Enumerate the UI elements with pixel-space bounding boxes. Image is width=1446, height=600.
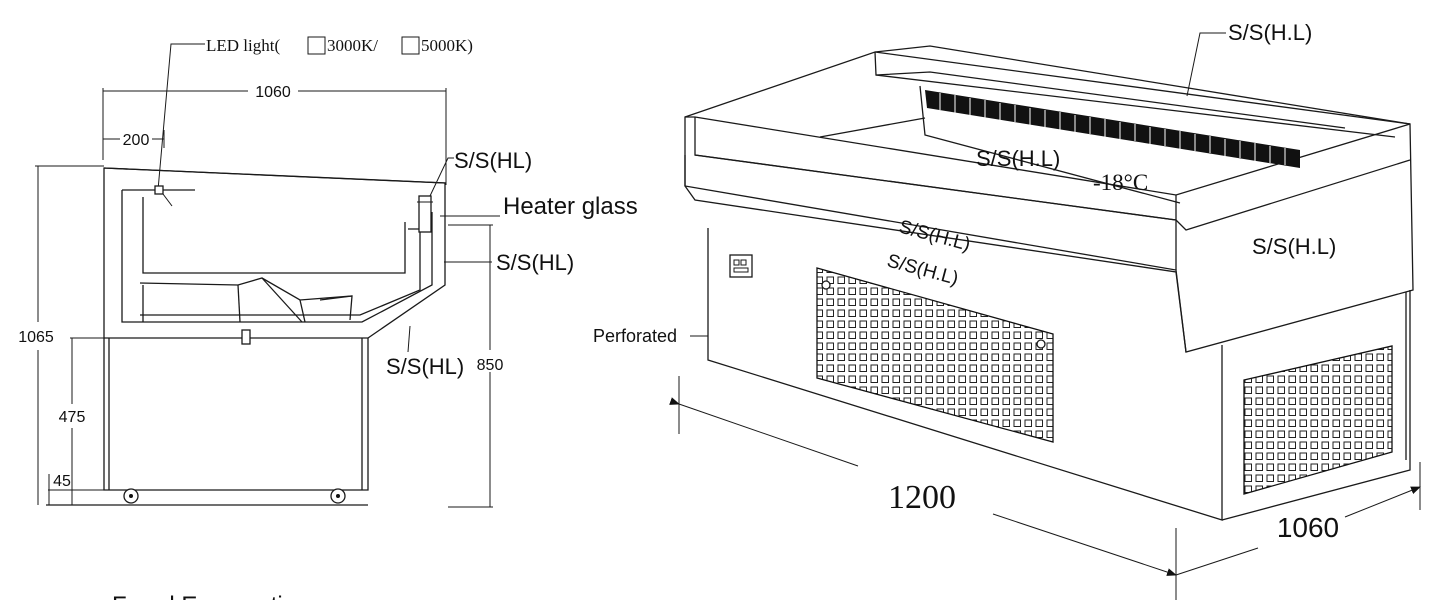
air-vent-grille xyxy=(925,90,1300,168)
side-callouts: S/S(HL) Heater glass S/S(HL) S/S(HL) 850 xyxy=(386,148,638,508)
side-perforated-panel xyxy=(1243,345,1393,495)
led-light-label: LED light( xyxy=(206,36,280,55)
heater-glass-label: Heater glass xyxy=(503,193,638,220)
perforated-label: Perforated xyxy=(593,326,677,346)
height-total-label: 1065 xyxy=(18,329,54,346)
drain-valve xyxy=(241,329,251,345)
iso-canopy xyxy=(684,45,1414,353)
iso-base xyxy=(707,228,1411,521)
side-cabinet xyxy=(103,167,447,345)
led-checkbox-3000k xyxy=(307,36,326,55)
led-fixture xyxy=(154,185,164,195)
side-base xyxy=(46,338,369,506)
top-dimension: 200 xyxy=(103,130,165,149)
control-panel xyxy=(729,254,753,278)
iso-dimensions: 1200 1060 xyxy=(669,376,1421,600)
temperature-label: -18°C xyxy=(1093,170,1148,195)
footer-caption: Frond Evaporation xyxy=(112,592,309,600)
iso-view: S/S(H.L) S/S(H.L) -18°C S/S(H.L) S/S(H.L… xyxy=(593,20,1421,600)
led-option-3000k: 3000K/ xyxy=(327,36,378,55)
depth-dim-label: 1060 xyxy=(255,84,291,101)
ss-inner-label: S/S(H.L) xyxy=(976,146,1060,171)
led-checkbox-5000k xyxy=(401,36,420,55)
height-front-label: 850 xyxy=(477,357,504,374)
depth-dim-iso-label: 1060 xyxy=(1277,512,1339,543)
front-perforated-panel xyxy=(816,267,1054,443)
side-view: 1060 200 LED light( 3000K/ 5000K) xyxy=(18,36,638,508)
ss-hl-top-label: S/S(HL) xyxy=(454,148,532,173)
led-light-callout: LED light( 3000K/ 5000K) xyxy=(157,36,473,191)
ss-top-label: S/S(H.L) xyxy=(1228,20,1312,45)
ss-front-label-2: S/S(H.L) xyxy=(885,251,961,290)
top-dim-label: 200 xyxy=(123,132,150,149)
ss-hl-bottom-label: S/S(HL) xyxy=(386,354,464,379)
depth-dimension: 1060 xyxy=(102,84,447,185)
heater-glass-post xyxy=(418,195,432,233)
ss-hl-right-label: S/S(HL) xyxy=(496,250,574,275)
height-base-label: 475 xyxy=(59,409,86,426)
height-foot-label: 45 xyxy=(53,473,71,490)
width-dim-label: 1200 xyxy=(888,479,956,516)
led-option-5000k: 5000K) xyxy=(421,36,473,55)
ss-side-label: S/S(H.L) xyxy=(1252,234,1336,259)
height-dimensions: 1065 475 45 xyxy=(18,165,104,505)
